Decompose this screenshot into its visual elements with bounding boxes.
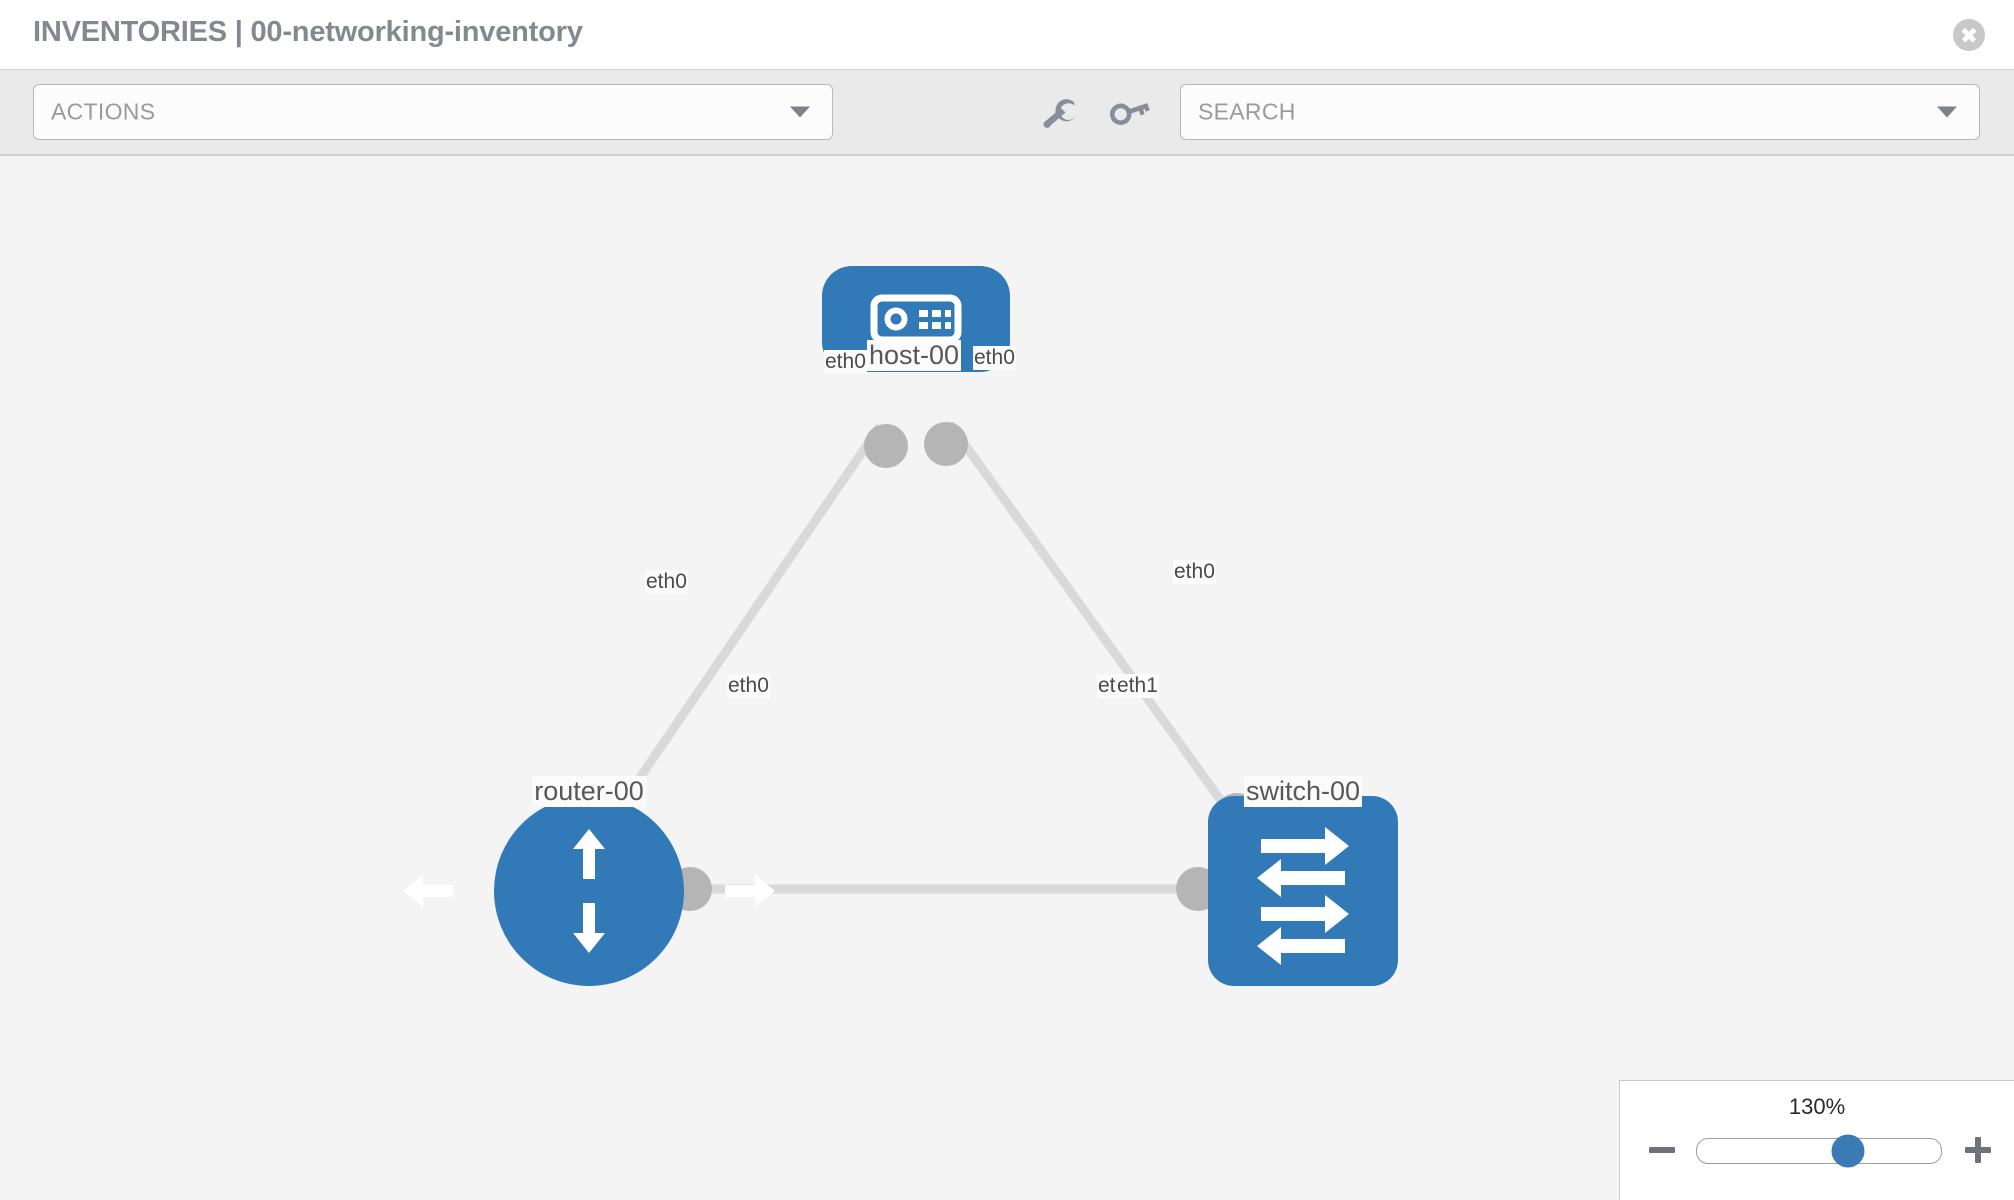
toolbar: ACTIONS SEARCH: [0, 69, 2014, 156]
link-host-switch[interactable]: [946, 421, 1236, 819]
node-switch-00[interactable]: [1208, 796, 1398, 986]
actions-dropdown[interactable]: ACTIONS: [33, 84, 833, 140]
endpoint-marker: [864, 424, 908, 468]
link-host-router[interactable]: [596, 423, 884, 839]
zoom-slider-row: [1620, 1128, 2014, 1172]
zoom-percent-label: 130%: [1788, 1094, 1846, 1119]
iface-label: eth0: [973, 346, 1016, 370]
zoom-slider[interactable]: [1696, 1134, 1942, 1168]
close-icon[interactable]: [1953, 19, 1985, 51]
topology-graph: [403, 266, 1398, 986]
switch-icon: [1257, 827, 1349, 965]
plus-icon-v: [1975, 1137, 1981, 1163]
endpoint-marker: [924, 422, 968, 466]
page-title: INVENTORIES | 00-networking-inventory: [33, 16, 583, 48]
chevron-down-icon: [1937, 106, 1957, 118]
actions-dropdown-label: ACTIONS: [51, 98, 156, 125]
chevron-down-icon: [790, 106, 810, 118]
wrench-icon[interactable]: [1040, 96, 1084, 134]
zoom-out-button[interactable]: [1644, 1132, 1680, 1168]
topology-canvas[interactable]: eth0 eth0 eth0 eth0 eth0 eth eth1 host-0…: [0, 156, 2014, 1200]
zoom-slider-thumb[interactable]: [1831, 1134, 1865, 1168]
node-router-00[interactable]: [403, 796, 775, 986]
zoom-control: 130%: [1619, 1080, 2014, 1200]
minus-icon: [1649, 1147, 1675, 1153]
search-placeholder: SEARCH: [1198, 98, 1296, 125]
iface-label: eth0: [824, 350, 867, 374]
iface-label: eth0: [645, 570, 688, 594]
router-icon: [403, 829, 775, 953]
link-group: [596, 421, 1236, 894]
node-label-switch: switch-00: [1243, 776, 1363, 807]
key-icon[interactable]: [1108, 96, 1152, 134]
iface-label: eth1: [1116, 674, 1159, 698]
zoom-in-button[interactable]: [1960, 1132, 1996, 1168]
endpoint-group: [668, 422, 1259, 911]
wrench-icon-svg: [1043, 99, 1076, 128]
iface-label: eth0: [727, 674, 770, 698]
node-label-host: host-00: [866, 340, 962, 371]
page-header: INVENTORIES | 00-networking-inventory: [0, 0, 2014, 69]
search-input[interactable]: SEARCH: [1180, 84, 1980, 140]
node-label-router: router-00: [532, 776, 646, 807]
key-icon-svg: [1110, 103, 1150, 125]
iface-label: eth0: [1173, 560, 1216, 584]
